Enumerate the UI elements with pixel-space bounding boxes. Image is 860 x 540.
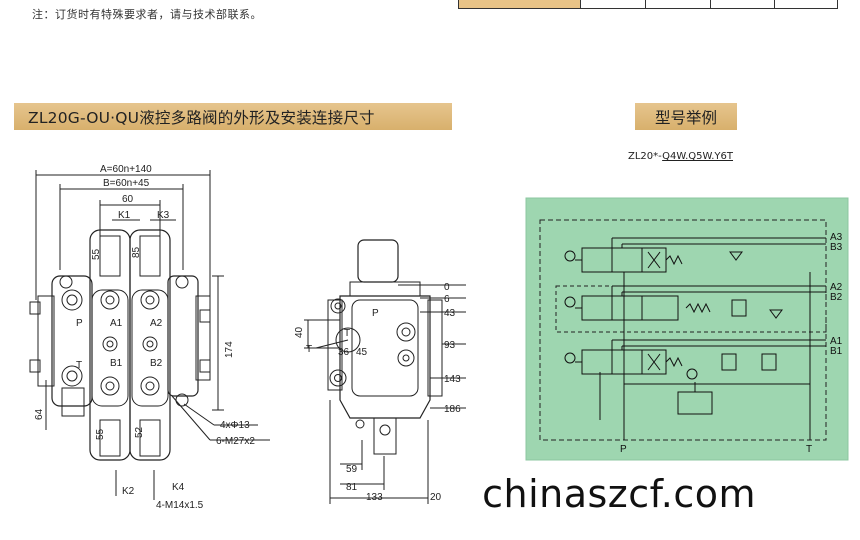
thread-spec-label: 6-M27x2 (216, 436, 255, 447)
dim-55-top-label: 55 (91, 248, 102, 260)
spec-table-fragment (458, 0, 838, 9)
dim-81-label: 81 (346, 482, 358, 493)
side-port-P-label: P (372, 308, 379, 319)
dim-143-label: 143 (444, 374, 461, 385)
dim-52-label: 52 (134, 426, 145, 438)
port-B3-label: B3 (830, 242, 843, 253)
dim-186-label: 186 (444, 404, 461, 415)
port-A2-label: A2 (830, 282, 843, 293)
port-B2-label: B2 (150, 358, 163, 369)
order-note: 注：订货时有特殊要求者，请与技术部联系。 (32, 8, 262, 21)
port-A1-label: A1 (830, 336, 843, 347)
dim-93-label: 93 (444, 340, 456, 351)
dim-B-label: B=60n+45 (103, 178, 150, 189)
dim-6-label: 6 (444, 294, 450, 305)
port-B1-label: B1 (830, 346, 843, 357)
dim-36-label: 36 (338, 347, 350, 358)
port-P-label: P (76, 318, 83, 329)
model-code-prefix: ZL20*- (628, 151, 663, 162)
table-cell (774, 0, 838, 8)
dim-0-label: 0 (444, 282, 450, 293)
dim-A-label: A=60n+140 (100, 164, 152, 175)
dim-20-label: 20 (430, 492, 442, 503)
port-A3-label: A3 (830, 232, 843, 243)
dim-43-label: 43 (444, 308, 456, 319)
section-title-dimensions: ZL20G-OU·QU液控多路阀的外形及安装连接尺寸 (14, 103, 452, 130)
front-view (29, 170, 270, 500)
table-cell (709, 0, 775, 8)
dim-55-bottom-label: 55 (95, 428, 106, 440)
hole-spec-label: 4xΦ13 (220, 420, 250, 431)
port-T-label: T (76, 360, 82, 371)
model-code-value: Q4W.Q5W.Y6T (662, 151, 734, 162)
side-view (304, 239, 466, 504)
table-cell (645, 0, 710, 8)
side-port-T-label: T (344, 328, 350, 339)
dim-K4-label: K4 (172, 482, 185, 493)
dim-K1-label: K1 (118, 210, 131, 221)
table-cell (580, 0, 645, 8)
dim-60-label: 60 (122, 194, 134, 205)
dim-45-label: 45 (356, 347, 368, 358)
section-title-model-example: 型号举例 (635, 103, 737, 130)
dim-K3-label: K3 (157, 210, 170, 221)
watermark: chinaszcf.com (482, 472, 756, 516)
dim-59-label: 59 (346, 464, 358, 475)
port-thread-label: 4-M14x1.5 (156, 500, 204, 511)
dim-85-label: 85 (131, 246, 142, 258)
port-A2-label: A2 (150, 318, 163, 329)
dim-174-label: 174 (224, 341, 235, 358)
hyd-port-P-label: P (620, 444, 627, 455)
side-port-T2-label: T (306, 344, 312, 355)
model-code: ZL20*-Q4W.Q5W.Y6T (628, 151, 733, 162)
hydraulic-schematic: A3 B3 A2 B2 A1 B1 P T (525, 197, 849, 461)
dim-40-label: 40 (294, 326, 305, 338)
port-B2-label: B2 (830, 292, 843, 303)
dim-K2-label: K2 (122, 486, 135, 497)
table-cell (458, 0, 581, 8)
dim-64-label: 64 (34, 408, 45, 420)
port-A1-label: A1 (110, 318, 123, 329)
port-B1-label: B1 (110, 358, 123, 369)
dim-133-label: 133 (366, 492, 383, 503)
hyd-port-T-label: T (806, 444, 812, 455)
